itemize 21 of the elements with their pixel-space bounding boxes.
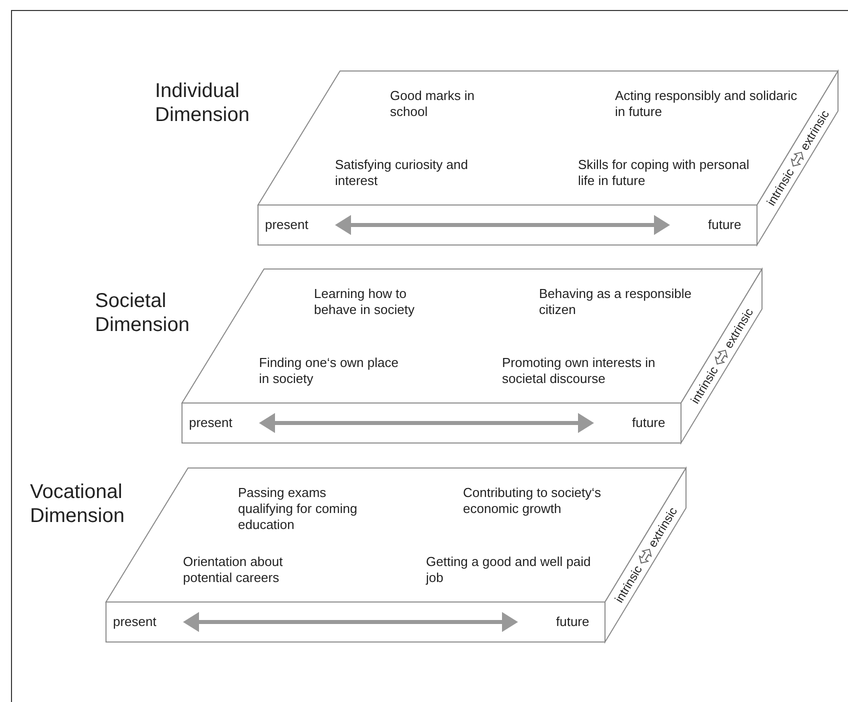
- statement-text: Orientation about potential careers: [183, 554, 284, 586]
- statement-text: Finding one‘s own place in society: [259, 355, 400, 387]
- dimension-title: Societal Dimension: [95, 289, 190, 337]
- time-label: future: [556, 614, 590, 630]
- statement-text: Passing exams qualifying for coming education: [238, 485, 358, 533]
- statement-text: Contributing to society‘s economic growth: [463, 485, 602, 517]
- statement-text: Acting responsibly and solidaric in future: [615, 88, 798, 120]
- dimension-title: Individual Dimension: [155, 79, 250, 127]
- time-label: present: [189, 415, 232, 431]
- statement-text: Learning how to behave in society: [314, 286, 416, 318]
- time-label: present: [113, 614, 156, 630]
- dimension-title: Vocational Dimension: [30, 480, 126, 528]
- statement-text: Behaving as a responsible citizen: [539, 286, 692, 318]
- time-label: future: [708, 217, 742, 233]
- statement-text: Good marks in school: [390, 88, 476, 120]
- statement-text: Skills for coping with personal life in future: [578, 157, 750, 189]
- time-label: future: [632, 415, 666, 431]
- statement-text: Getting a good and well paid job: [426, 554, 592, 586]
- statement-text: Satisfying curiosity and interest: [335, 157, 469, 189]
- statement-text: Promoting own interests in societal discourse: [502, 355, 656, 387]
- time-label: present: [265, 217, 308, 233]
